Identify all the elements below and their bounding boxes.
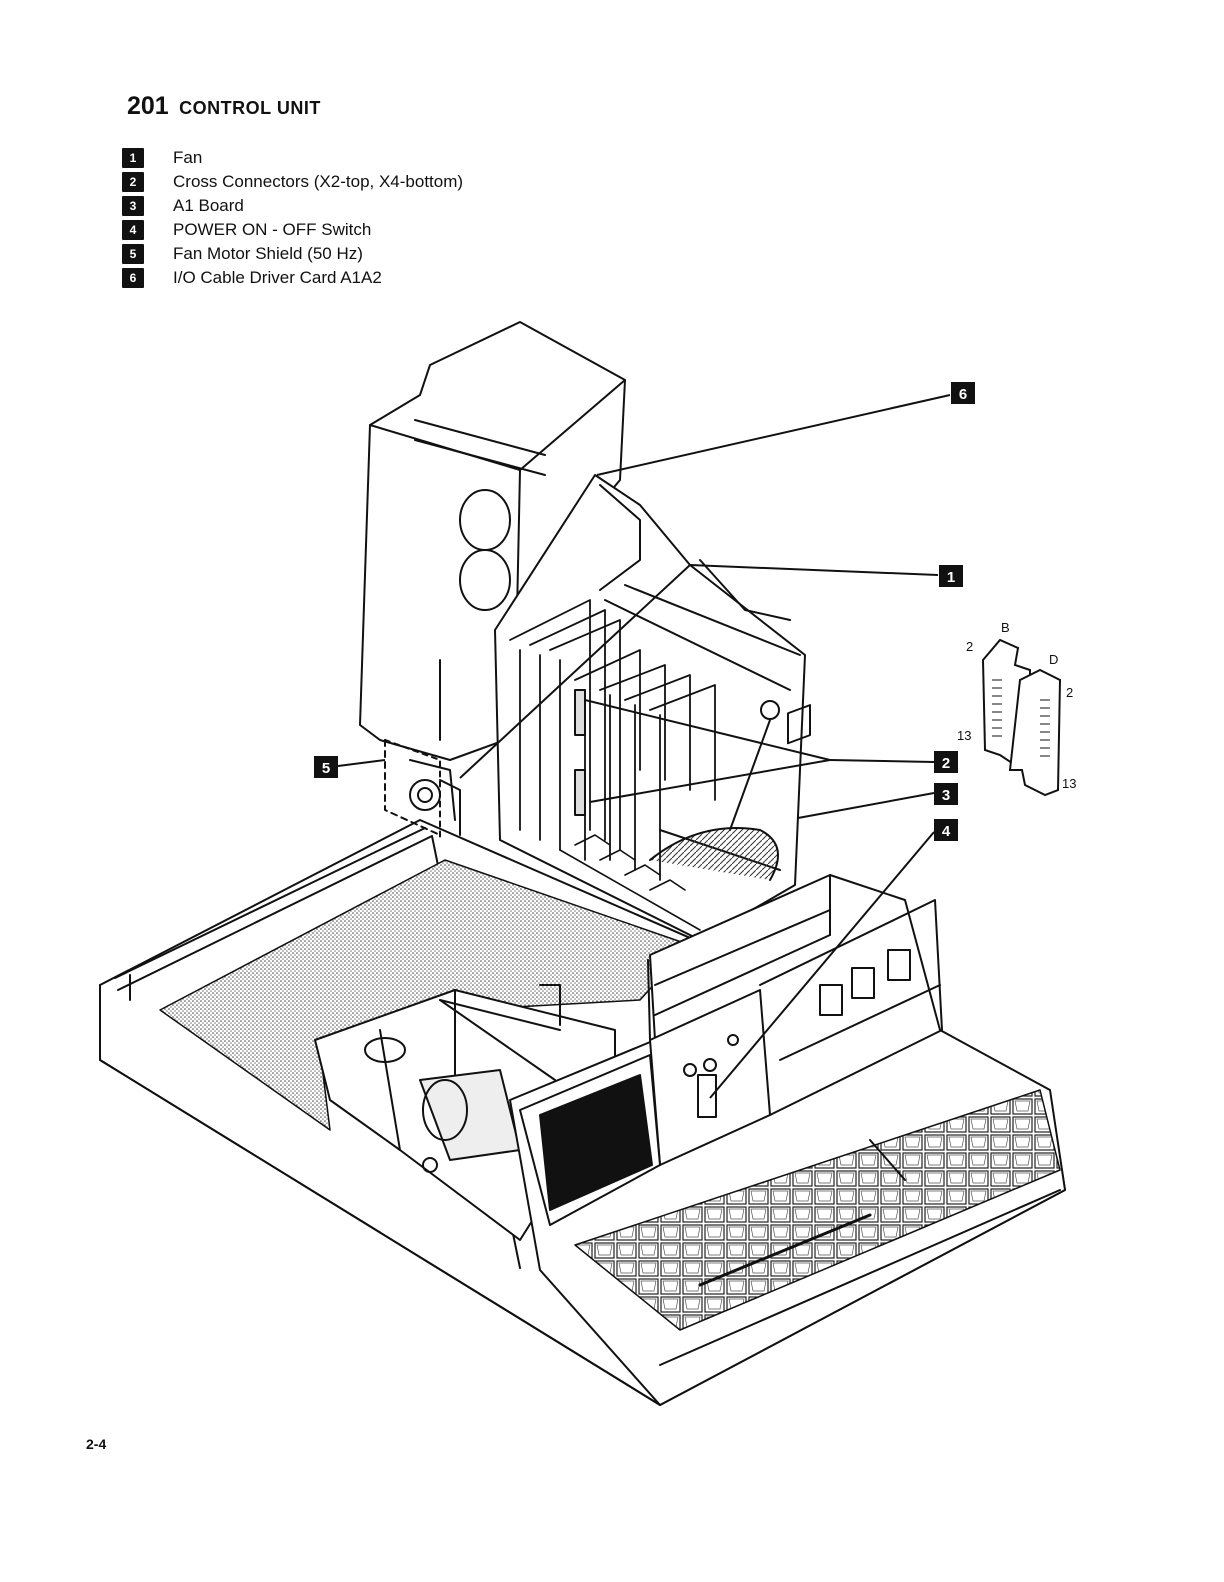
callout-5: 5: [314, 756, 338, 778]
connector-detail: B D 2 2 13 13: [957, 620, 1076, 795]
detail-pin-top-right: 2: [1066, 685, 1073, 700]
svg-text:2: 2: [942, 755, 950, 772]
svg-text:4: 4: [942, 823, 951, 840]
detail-pin-top-left: 2: [966, 639, 973, 654]
detail-pin-bottom-left: 13: [957, 728, 971, 743]
svg-text:3: 3: [942, 787, 950, 804]
callout-2: 2: [934, 751, 958, 773]
callout-1: 1: [939, 565, 963, 587]
page-number: 2-4: [86, 1436, 106, 1452]
callout-3: 3: [934, 783, 958, 805]
detail-pin-bottom-right: 13: [1062, 776, 1076, 791]
svg-text:6: 6: [959, 386, 967, 403]
callout-4: 4: [934, 819, 958, 841]
detail-label-b: B: [1001, 620, 1010, 635]
svg-text:1: 1: [947, 569, 955, 586]
svg-text:5: 5: [322, 760, 330, 777]
callout-6: 6: [951, 382, 975, 404]
detail-label-d: D: [1049, 652, 1058, 667]
